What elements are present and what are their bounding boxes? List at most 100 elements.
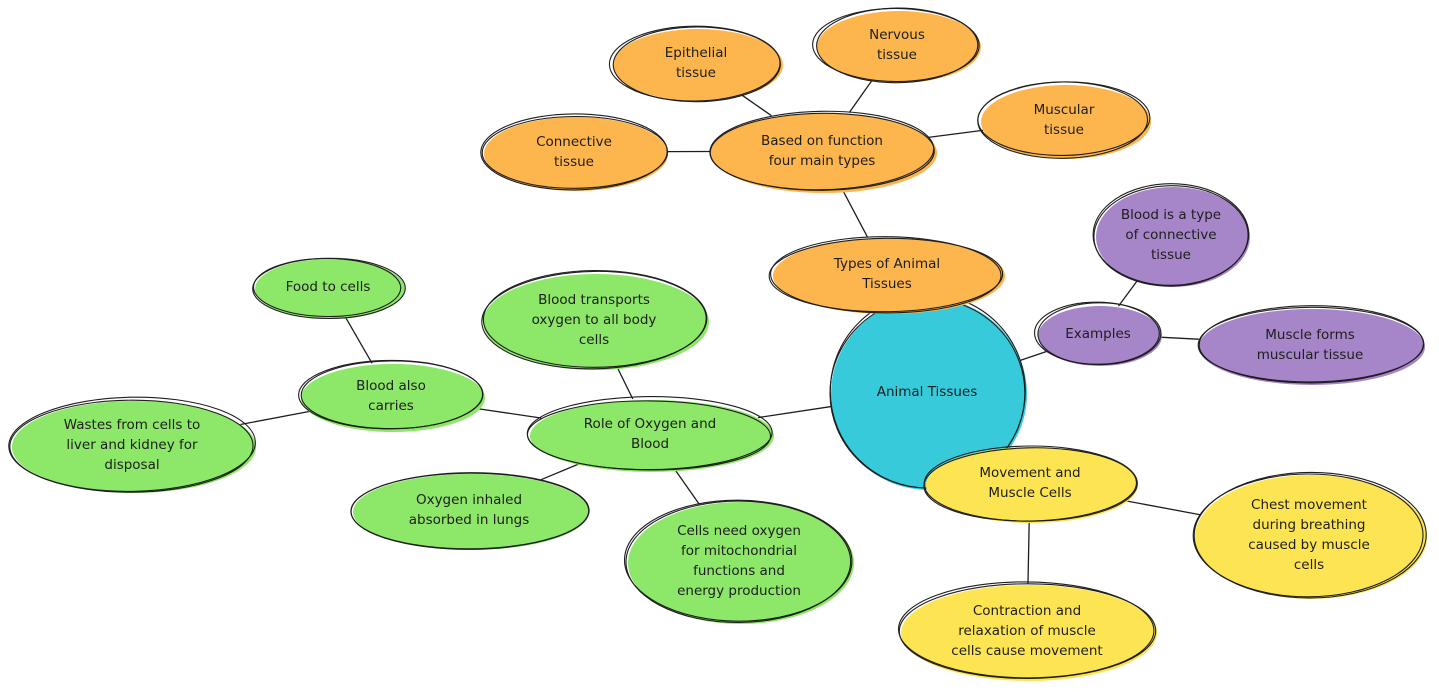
node-label-line: of connective — [1125, 227, 1216, 243]
edges-layer — [240, 78, 1201, 584]
node-outline — [1092, 183, 1250, 286]
node-fill — [613, 29, 783, 101]
node-fill — [628, 502, 854, 624]
edge-examples-to-blood-connective — [1118, 279, 1139, 307]
edge-role-of-oxygen-to-oxygen-inhaled — [540, 462, 581, 481]
node-outline — [770, 236, 1002, 314]
node-label-line: cells — [579, 332, 609, 348]
node-muscle-forms[interactable]: Muscle forms muscular tissue — [1197, 305, 1425, 385]
node-label-line: Epithelial — [665, 45, 728, 61]
node-outline — [612, 26, 781, 103]
node-label-line: tissue — [676, 65, 716, 81]
edge-role-of-oxygen-to-blood-also-carries — [475, 407, 542, 419]
node-fill — [926, 447, 1138, 523]
node-fill — [483, 274, 709, 370]
node-fill — [12, 401, 256, 493]
node-outline — [709, 110, 935, 191]
node-label-line: tissue — [1151, 247, 1191, 263]
edge-movement-muscle-cells-to-contraction-relaxation — [1027, 520, 1030, 584]
node-fill — [1038, 306, 1162, 366]
edge-based-on-function-to-epithelial-tissue — [739, 93, 772, 116]
node-label-line: tissue — [1044, 122, 1084, 138]
node-fill — [981, 85, 1151, 159]
node-outline — [1093, 185, 1249, 287]
node-outline — [300, 360, 484, 430]
node-connective-tissue[interactable]: Connective tissue — [480, 113, 669, 191]
node-label-line: cells cause movement — [951, 643, 1102, 659]
node-fill — [530, 400, 774, 472]
node-label-line: absorbed in lungs — [409, 512, 530, 528]
edge-based-on-function-to-nervous-tissue — [848, 78, 874, 113]
node-label-line: Muscle Cells — [988, 485, 1071, 501]
node-label-line: Wastes from cells to — [64, 417, 201, 433]
node-nervous-tissue[interactable]: Nervous tissue — [812, 7, 981, 84]
node-fill — [901, 585, 1157, 681]
edge-based-on-function-to-muscular-tissue — [927, 129, 984, 139]
node-fill — [1195, 475, 1427, 599]
node-label-line: Blood — [631, 436, 669, 452]
node-label-line: caused by muscle — [1248, 537, 1370, 553]
edge-movement-muscle-cells-to-chest-movement — [1123, 499, 1201, 516]
node-epithelial-tissue[interactable]: Epithelial tissue — [608, 25, 783, 103]
node-fill — [773, 238, 1005, 314]
node-label-line: four main types — [769, 153, 876, 169]
node-fill — [817, 11, 981, 83]
node-label-line: Movement and — [979, 465, 1080, 481]
node-label-line: oxygen to all body — [532, 312, 657, 328]
node-fill — [255, 259, 405, 319]
node-label-line: Blood also — [356, 378, 426, 394]
node-food-to-cells[interactable]: Food to cells — [252, 257, 406, 320]
node-outline — [625, 500, 852, 624]
node-label-line: Connective — [536, 134, 612, 150]
node-label-line: carries — [368, 398, 414, 414]
node-blood-also-carries[interactable]: Blood also carries — [298, 359, 485, 432]
node-outline — [897, 581, 1155, 679]
node-outline — [9, 399, 254, 493]
edge-blood-also-carries-to-food-to-cells — [344, 315, 373, 364]
node-label-line: Food to cells — [286, 279, 371, 295]
node-outline — [526, 400, 772, 471]
node-fill — [831, 298, 1027, 490]
node-label-line: functions and — [693, 563, 785, 579]
node-outline — [482, 269, 708, 368]
node-fill — [711, 113, 937, 193]
node-outline — [1192, 473, 1424, 598]
edge-role-of-oxygen-to-cells-need-oxygen — [674, 468, 700, 505]
node-outline — [623, 499, 853, 622]
edge-animal-tissues-to-examples — [1018, 350, 1048, 362]
node-outline — [923, 447, 1138, 522]
node-label-line: Cells need oxygen — [677, 523, 801, 539]
node-label-line: Muscle forms — [1265, 327, 1355, 343]
node-fill — [484, 117, 668, 191]
node-outline — [1193, 471, 1427, 599]
node-outline — [977, 81, 1151, 156]
node-label-line: tissue — [877, 47, 917, 63]
edge-types-of-animal-tissues-to-based-on-function — [842, 189, 868, 238]
node-label-line: tissue — [554, 154, 594, 170]
node-label-line: for mitochondrial — [681, 543, 797, 559]
node-label-line: Nervous — [869, 27, 925, 43]
node-label-line: muscular tissue — [1257, 347, 1364, 363]
node-cells-need-oxygen[interactable]: Cells need oxygen for mitochondrial functi… — [623, 499, 854, 624]
node-outline — [481, 270, 707, 370]
node-label-line: Tissues — [861, 276, 912, 292]
node-fill — [301, 364, 485, 432]
node-outline — [768, 237, 1004, 313]
node-outline — [252, 257, 402, 318]
node-fill — [1096, 187, 1250, 287]
edge-animal-tissues-to-role-of-oxygen — [757, 406, 831, 419]
node-label-line: Muscular — [1034, 102, 1095, 118]
node-muscular-tissue[interactable]: Muscular tissue — [977, 81, 1151, 159]
node-examples[interactable]: Examples — [1033, 301, 1162, 366]
